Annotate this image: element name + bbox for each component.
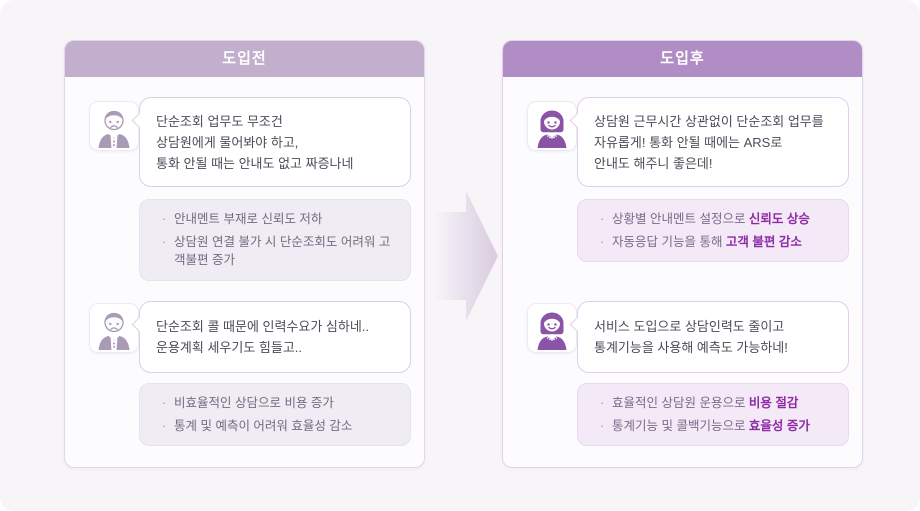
happy-woman-avatar-icon bbox=[527, 101, 577, 151]
bubble-line: 상담원에게 물어봐야 하고, bbox=[156, 134, 299, 150]
bullet-list-after-1: · 상황별 안내멘트 설정으로 신뢰도 상승 · 자동응답 기능을 통해 고객 … bbox=[577, 199, 849, 262]
bullet-item: · 상담원 연결 불가 시 단순조회도 어려워 고객불편 증가 bbox=[162, 233, 394, 270]
transition-arrow-icon bbox=[436, 191, 498, 321]
bubble-line: 통계기능을 사용해 예측도 가능하네! bbox=[594, 340, 788, 355]
bullet-item: · 상황별 안내멘트 설정으로 신뢰도 상승 bbox=[600, 210, 832, 229]
panel-before-header: 도입전 bbox=[65, 41, 424, 77]
panel-after-header: 도입후 bbox=[503, 41, 862, 77]
bullet-item-text: 자동응답 기능을 통해 고객 불편 감소 bbox=[612, 233, 802, 252]
sad-man-avatar-icon bbox=[89, 303, 139, 353]
bullet-marker: · bbox=[600, 212, 605, 226]
bullet-plain-text: 효율적인 상담원 운용으로 bbox=[612, 396, 749, 410]
speech-bubble-after-2: 서비스 도입으로 상담인력도 줄이고 통계기능을 사용해 예측도 가능하네! bbox=[577, 301, 849, 373]
panel-after-title: 도입후 bbox=[660, 50, 705, 67]
speech-bubble-before-2: 단순조회 콜 때문에 인력수요가 심하네.. 운용계획 세우기도 힘들고.. bbox=[139, 301, 411, 373]
panel-before: 도입전 단순조회 업무도 무조건 상담원에게 물어봐야 하고, 통화 안될 때는… bbox=[64, 40, 425, 468]
sad-man-avatar-icon bbox=[89, 101, 139, 151]
bullet-item-text: 통계 및 예측이 어려워 효율성 감소 bbox=[174, 418, 353, 433]
bubble-line: 단순조회 업무도 무조건 bbox=[156, 113, 283, 129]
bullet-item-text: 효율적인 상담원 운용으로 비용 절감 bbox=[612, 394, 798, 413]
bubble-line: 자유롭게! 통화 안될 때에는 ARS로 bbox=[594, 134, 783, 150]
bullet-item: · 통계 및 예측이 어려워 효율성 감소 bbox=[162, 417, 394, 436]
bullet-plain-text: 상황별 안내멘트 설정으로 bbox=[612, 212, 749, 226]
bullet-item: · 안내멘트 부재로 신뢰도 저하 bbox=[162, 210, 394, 229]
bullet-marker: · bbox=[162, 234, 167, 249]
bullet-list-before-2: · 비효율적인 상담으로 비용 증가 · 통계 및 예측이 어려워 효율성 감소 bbox=[139, 383, 411, 446]
bubble-line: 상담원 근무시간 상관없이 단순조회 업무를 bbox=[594, 113, 824, 129]
bullet-item: · 비효율적인 상담으로 비용 증가 bbox=[162, 394, 394, 413]
bullet-marker: · bbox=[162, 212, 167, 226]
happy-woman-avatar-icon bbox=[527, 303, 577, 353]
bullet-item-text: 비효율적인 상담으로 비용 증가 bbox=[174, 396, 334, 410]
bullet-item-text: 안내멘트 부재로 신뢰도 저하 bbox=[174, 212, 323, 226]
bullet-marker: · bbox=[162, 418, 167, 433]
highlight-text: 효율성 증가 bbox=[748, 418, 810, 433]
highlight-text: 신뢰도 상승 bbox=[748, 212, 810, 226]
bubble-line: 서비스 도입으로 상담인력도 줄이고 bbox=[594, 319, 785, 334]
bullet-marker: · bbox=[600, 418, 605, 433]
bullet-item-text: 통계기능 및 콜백기능으로 효율성 증가 bbox=[612, 417, 810, 436]
bullet-list-before-1: · 안내멘트 부재로 신뢰도 저하 · 상담원 연결 불가 시 단순조회도 어려… bbox=[139, 199, 411, 281]
bubble-line: 운용계획 세우기도 힘들고.. bbox=[156, 340, 303, 355]
speech-bubble-after-1: 상담원 근무시간 상관없이 단순조회 업무를 자유롭게! 통화 안될 때에는 A… bbox=[577, 97, 849, 187]
bullet-marker: · bbox=[600, 234, 605, 249]
bullet-list-after-2: · 효율적인 상담원 운용으로 비용 절감 · 통계기능 및 콜백기능으로 효율… bbox=[577, 383, 849, 446]
highlight-text: 고객 불편 감소 bbox=[725, 234, 802, 249]
bullet-plain-text: 자동응답 기능을 통해 bbox=[612, 234, 726, 249]
bullet-item-text: 상황별 안내멘트 설정으로 신뢰도 상승 bbox=[612, 210, 810, 229]
bullet-marker: · bbox=[600, 396, 605, 410]
bullet-item-text: 상담원 연결 불가 시 단순조회도 어려워 고객불편 증가 bbox=[174, 234, 391, 268]
highlight-text: 비용 절감 bbox=[748, 396, 799, 410]
bubble-line: 안내도 해주니 좋은데! bbox=[594, 155, 713, 171]
bullet-plain-text: 통계기능 및 콜백기능으로 bbox=[612, 418, 749, 433]
bullet-item: · 효율적인 상담원 운용으로 비용 절감 bbox=[600, 394, 832, 413]
speech-bubble-before-1: 단순조회 업무도 무조건 상담원에게 물어봐야 하고, 통화 안될 때는 안내도… bbox=[139, 97, 411, 187]
bullet-item: · 통계기능 및 콜백기능으로 효율성 증가 bbox=[600, 417, 832, 436]
panel-after: 도입후 상담원 근무시간 상관없이 단순조회 업무를 자유롭게! 통화 안될 때… bbox=[502, 40, 863, 468]
bubble-line: 통화 안될 때는 안내도 없고 짜증나네 bbox=[156, 155, 354, 171]
panel-before-title: 도입전 bbox=[222, 50, 267, 67]
bullet-item: · 자동응답 기능을 통해 고객 불편 감소 bbox=[600, 233, 832, 252]
bubble-line: 단순조회 콜 때문에 인력수요가 심하네.. bbox=[156, 319, 370, 334]
bullet-marker: · bbox=[162, 396, 167, 410]
